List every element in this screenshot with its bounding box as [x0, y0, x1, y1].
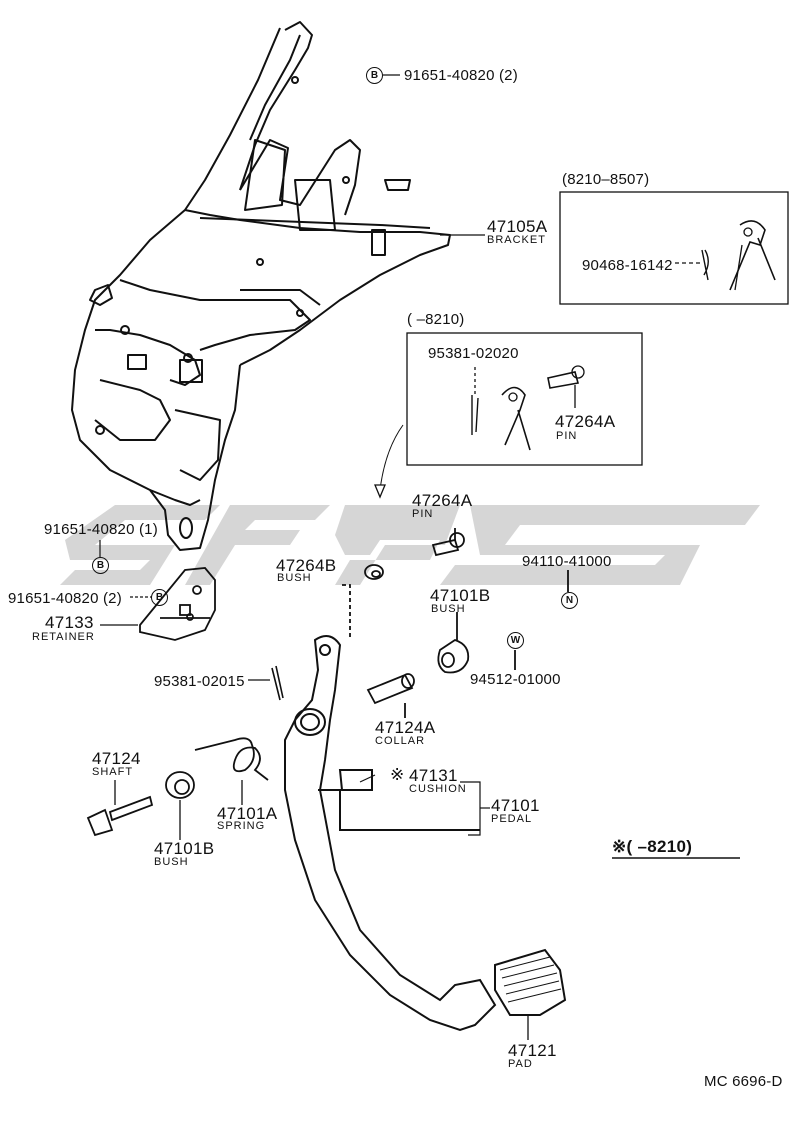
- bush-right-name: BUSH: [431, 603, 466, 615]
- watermark-logo: [60, 505, 760, 585]
- pedal-name: PEDAL: [491, 813, 533, 825]
- applicability-note: ※( –8210): [612, 837, 693, 856]
- collar-number: 47124A: [375, 718, 436, 737]
- bush-top-name: BUSH: [277, 572, 312, 584]
- nut-label: 94110-41000: [522, 553, 612, 570]
- retainer-number: 47133: [45, 613, 94, 632]
- b-bolt-top-label: 91651-40820 (2): [404, 67, 518, 84]
- bolt-left-2-symbol: B: [151, 589, 168, 606]
- retainer-name: RETAINER: [32, 631, 95, 643]
- shaft-name: SHAFT: [92, 766, 134, 778]
- pad-number: 47121: [508, 1041, 557, 1060]
- retainer-part: [139, 567, 216, 641]
- bush-top-number: 47264B: [276, 556, 337, 575]
- bolt-left-1-symbol: B: [92, 557, 109, 574]
- cotter-pedal-label: 95381-02015: [154, 673, 245, 690]
- pin-and-bush-parts: [342, 528, 569, 674]
- washer-symbol: W: [507, 632, 524, 649]
- bolt-left-2-label: 91651-40820 (2): [8, 590, 122, 607]
- cushion-number: 47131: [409, 766, 458, 785]
- pin-main-name: PIN: [412, 508, 434, 520]
- cotter-pin-pedal: [271, 665, 284, 701]
- shaft-bolt: [86, 780, 154, 837]
- inset-box-8210: [374, 332, 643, 499]
- pin-main-number: 47264A: [412, 491, 473, 510]
- collar-part: [366, 673, 415, 718]
- bracket-name: BRACKET: [487, 234, 546, 246]
- inset-b-range: ( –8210): [407, 311, 465, 328]
- bush-left-name: BUSH: [154, 856, 189, 868]
- pad-name: PAD: [508, 1058, 533, 1070]
- spring-name: SPRING: [217, 820, 266, 832]
- collar-name: COLLAR: [375, 735, 426, 747]
- pedal-number: 47101: [491, 796, 540, 815]
- shaft-number: 47124: [92, 749, 141, 768]
- cushion-name: CUSHION: [409, 783, 467, 795]
- washer-label: 94512-01000: [470, 671, 561, 688]
- figure-code: MC 6696-D: [704, 1073, 783, 1090]
- leader-lines: [99, 74, 740, 859]
- bracket-number: 47105A: [487, 217, 548, 236]
- bolt-left-1-label: 91651-40820 (1): [44, 521, 158, 538]
- bush-left-number: 47101B: [154, 839, 215, 858]
- cotter-b-label: 95381-02020: [428, 345, 519, 362]
- inset-a-range: (8210–8507): [562, 171, 650, 188]
- pedal-pad: [494, 948, 567, 1040]
- inset-box-8210-8507: [559, 191, 789, 305]
- cushion-mark: ※: [390, 765, 405, 784]
- pedal-arm: [284, 635, 497, 1032]
- pin-inset-name: PIN: [556, 430, 578, 442]
- nut-symbol: N: [561, 592, 578, 609]
- bracket-assembly: [71, 21, 451, 551]
- b-bolt-top-symbol: B: [366, 67, 383, 84]
- bush-left: [165, 771, 195, 840]
- cotter-a-label: 90468-16142: [582, 257, 673, 274]
- bush-right-number: 47101B: [430, 586, 491, 605]
- spring-number: 47101A: [217, 804, 278, 823]
- spring-part: [194, 737, 269, 805]
- pin-inset-number: 47264A: [555, 412, 616, 431]
